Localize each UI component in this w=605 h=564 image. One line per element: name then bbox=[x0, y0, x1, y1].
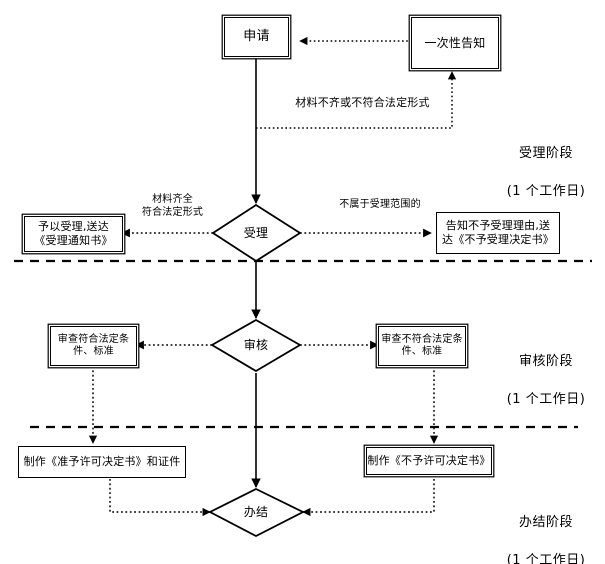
stage-review-duration: (1 个工作日) bbox=[506, 391, 586, 407]
edge-make-refusal-to-complete bbox=[302, 479, 435, 517]
node-make-permit-label: 制作《准予许可决定书》和证件 bbox=[23, 455, 181, 469]
node-grant-accept[interactable]: 予以受理,送达 《受理通知书》 bbox=[24, 216, 123, 252]
stage-completion-duration: (1 个工作日) bbox=[506, 552, 586, 564]
node-accept-label-wrap[interactable]: 受理 bbox=[218, 221, 294, 245]
edge-make-permit-to-complete bbox=[109, 479, 211, 517]
node-review-conform[interactable]: 审查符合法定条 件、标准 bbox=[50, 326, 137, 366]
node-make-refusal-label: 制作《不予许可决定书》 bbox=[367, 454, 491, 468]
node-apply[interactable]: 申请 bbox=[224, 17, 289, 57]
node-apply-label: 申请 bbox=[243, 28, 270, 44]
node-make-refusal[interactable]: 制作《不予许可决定书》 bbox=[366, 447, 492, 475]
stage-label-completion: 办结阶段 (1 个工作日) bbox=[492, 495, 600, 564]
node-review-conform-label: 审查符合法定条 件、标准 bbox=[57, 333, 130, 358]
decision-review-shape bbox=[210, 318, 302, 373]
stage-label-acceptance: 受理阶段 (1 个工作日) bbox=[492, 126, 600, 220]
node-complete-label: 办结 bbox=[243, 504, 269, 519]
stage-label-review: 审核阶段 (1 个工作日) bbox=[492, 334, 600, 428]
node-review-label: 审核 bbox=[243, 337, 269, 352]
edge-label-out-of-scope: 不属于受理范围的 bbox=[339, 199, 421, 210]
node-review-not-conform-label: 审查不符合法定条 件、标准 bbox=[381, 333, 463, 358]
node-one-time-notice-label: 一次性告知 bbox=[424, 35, 486, 50]
stage-acceptance-name: 受理阶段 bbox=[518, 145, 573, 161]
node-complete-label-wrap[interactable]: 办结 bbox=[218, 500, 294, 524]
stage-completion-name: 办结阶段 bbox=[518, 514, 573, 530]
edge-label-materials-complete: 材料齐全 符合法定形式 bbox=[141, 194, 204, 218]
decision-accept-shape bbox=[211, 203, 302, 263]
node-review-not-conform[interactable]: 审查不符合法定条 件、标准 bbox=[378, 326, 466, 366]
edge-label-materials-incomplete: 材料不齐或不符合法定形式 bbox=[295, 96, 430, 109]
stage-review-name: 审核阶段 bbox=[518, 353, 573, 369]
node-refuse-accept[interactable]: 告知不予受理理由,送 达《不予受理决定书》 bbox=[436, 212, 560, 254]
node-make-permit[interactable]: 制作《准予许可决定书》和证件 bbox=[18, 446, 186, 478]
node-review-label-wrap[interactable]: 审核 bbox=[218, 333, 294, 357]
node-accept-label: 受理 bbox=[243, 225, 269, 240]
node-grant-accept-label: 予以受理,送达 《受理通知书》 bbox=[34, 220, 113, 247]
node-one-time-notice[interactable]: 一次性告知 bbox=[411, 17, 499, 69]
decision-complete-shape bbox=[208, 487, 306, 538]
stage-acceptance-duration: (1 个工作日) bbox=[506, 183, 586, 199]
node-refuse-accept-label: 告知不予受理理由,送 达《不予受理决定书》 bbox=[442, 219, 554, 246]
